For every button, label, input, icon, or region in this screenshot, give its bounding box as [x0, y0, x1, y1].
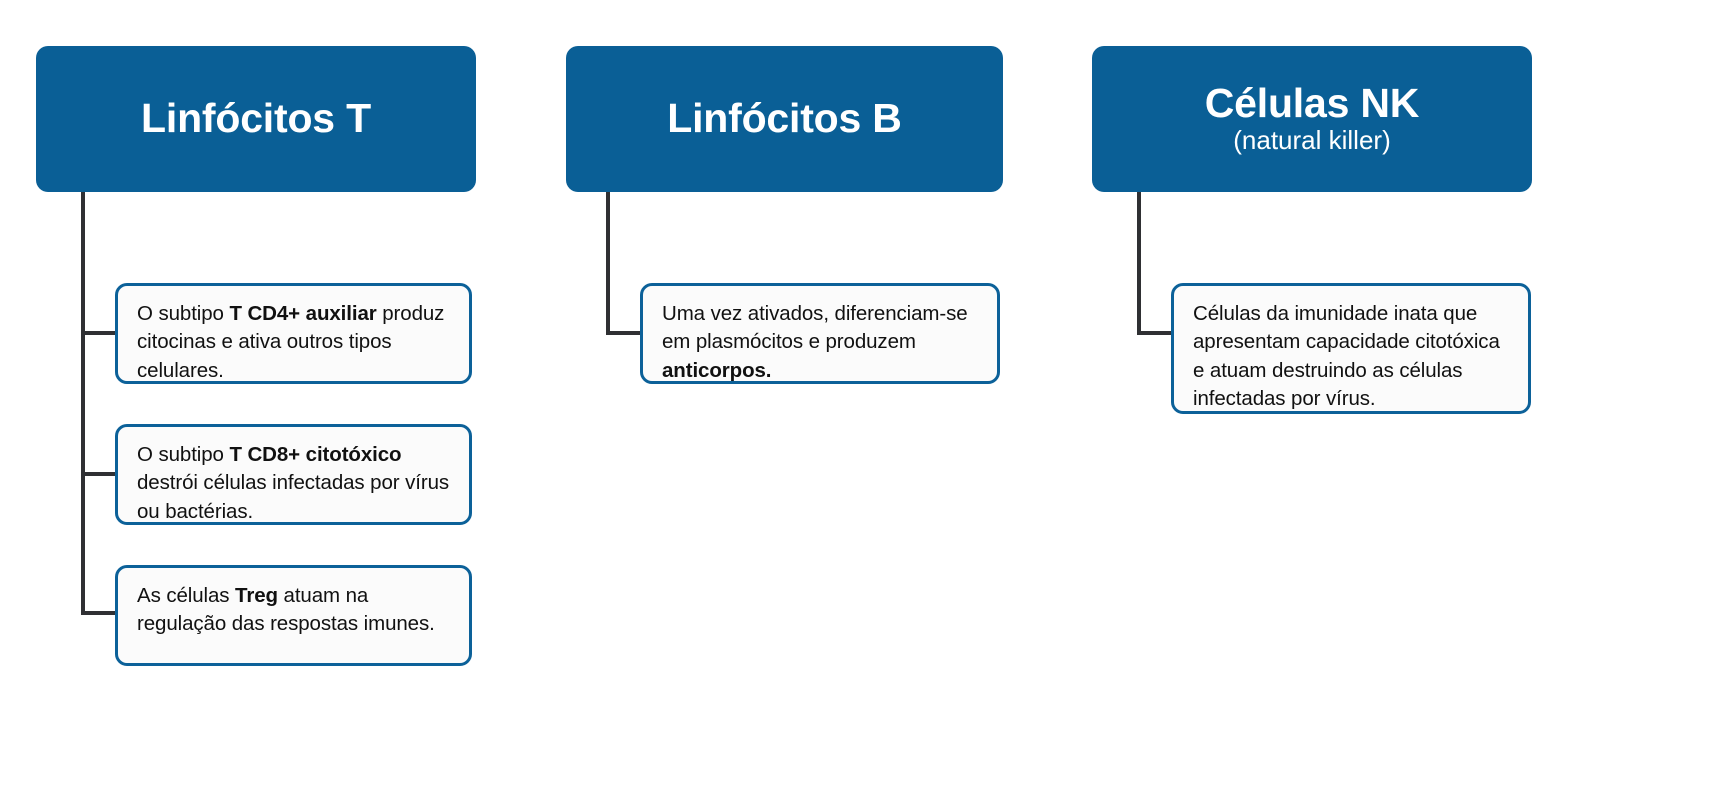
- column-linfocitos-b: Linfócitos B Uma vez ativados, diferenci…: [566, 0, 1036, 786]
- connector-trunk-nk: [1137, 192, 1141, 335]
- column-celulas-nk: Células NK (natural killer) Células da i…: [1092, 0, 1562, 786]
- info-box-treg: As células Treg atuam na regulação das r…: [115, 565, 472, 666]
- header-subtitle-celulas-nk: (natural killer): [1233, 125, 1391, 156]
- info-text-segment: atuam na regulação das respostas imunes.: [137, 584, 435, 636]
- header-card-linfocitos-b[interactable]: Linfócitos B: [566, 46, 1003, 192]
- info-text-segment: As células: [137, 584, 236, 607]
- connector-branch-t-2: [81, 472, 117, 476]
- info-text-segment: destrói células infectadas por vírus ou …: [137, 471, 450, 523]
- connector-branch-b-1: [606, 331, 642, 335]
- header-card-celulas-nk[interactable]: Células NK (natural killer): [1092, 46, 1532, 192]
- info-box-plasmocitos: Uma vez ativados, diferenciam-se em plas…: [640, 283, 1000, 384]
- connector-trunk-t: [81, 192, 85, 615]
- info-text-segment: O subtipo: [137, 443, 230, 466]
- info-box-t-cd8: O subtipo T CD8+ citotóxico destrói célu…: [115, 424, 472, 525]
- info-text-bold: T CD4+ auxiliar: [229, 302, 377, 325]
- header-title-linfocitos-b: Linfócitos B: [667, 95, 902, 142]
- header-card-linfocitos-t[interactable]: Linfócitos T: [36, 46, 476, 192]
- connector-branch-nk-1: [1137, 331, 1173, 335]
- info-text-segment: produz citocinas e ativa outros tipos ce…: [137, 302, 445, 382]
- connector-branch-t-3: [81, 611, 117, 615]
- info-text-bold: Treg: [235, 584, 278, 607]
- info-box-t-cd4: O subtipo T CD4+ auxiliar produz citocin…: [115, 283, 472, 384]
- info-text-segment: Células da imunidade inata que apresenta…: [1193, 302, 1500, 410]
- column-linfocitos-t: Linfócitos T O subtipo T CD4+ auxiliar p…: [36, 0, 506, 786]
- header-title-celulas-nk: Células NK: [1204, 79, 1420, 126]
- connector-branch-t-1: [81, 331, 117, 335]
- info-text-segment: Uma vez ativados, diferenciam-se em plas…: [662, 302, 968, 354]
- info-text-segment: O subtipo: [137, 302, 230, 325]
- info-text-bold: anticorpos.: [662, 358, 772, 382]
- info-box-nk-imunidade-inata: Células da imunidade inata que apresenta…: [1171, 283, 1531, 414]
- info-text-bold: T CD8+ citotóxico: [229, 443, 402, 466]
- header-title-linfocitos-t: Linfócitos T: [141, 95, 371, 142]
- connector-trunk-b: [606, 192, 610, 335]
